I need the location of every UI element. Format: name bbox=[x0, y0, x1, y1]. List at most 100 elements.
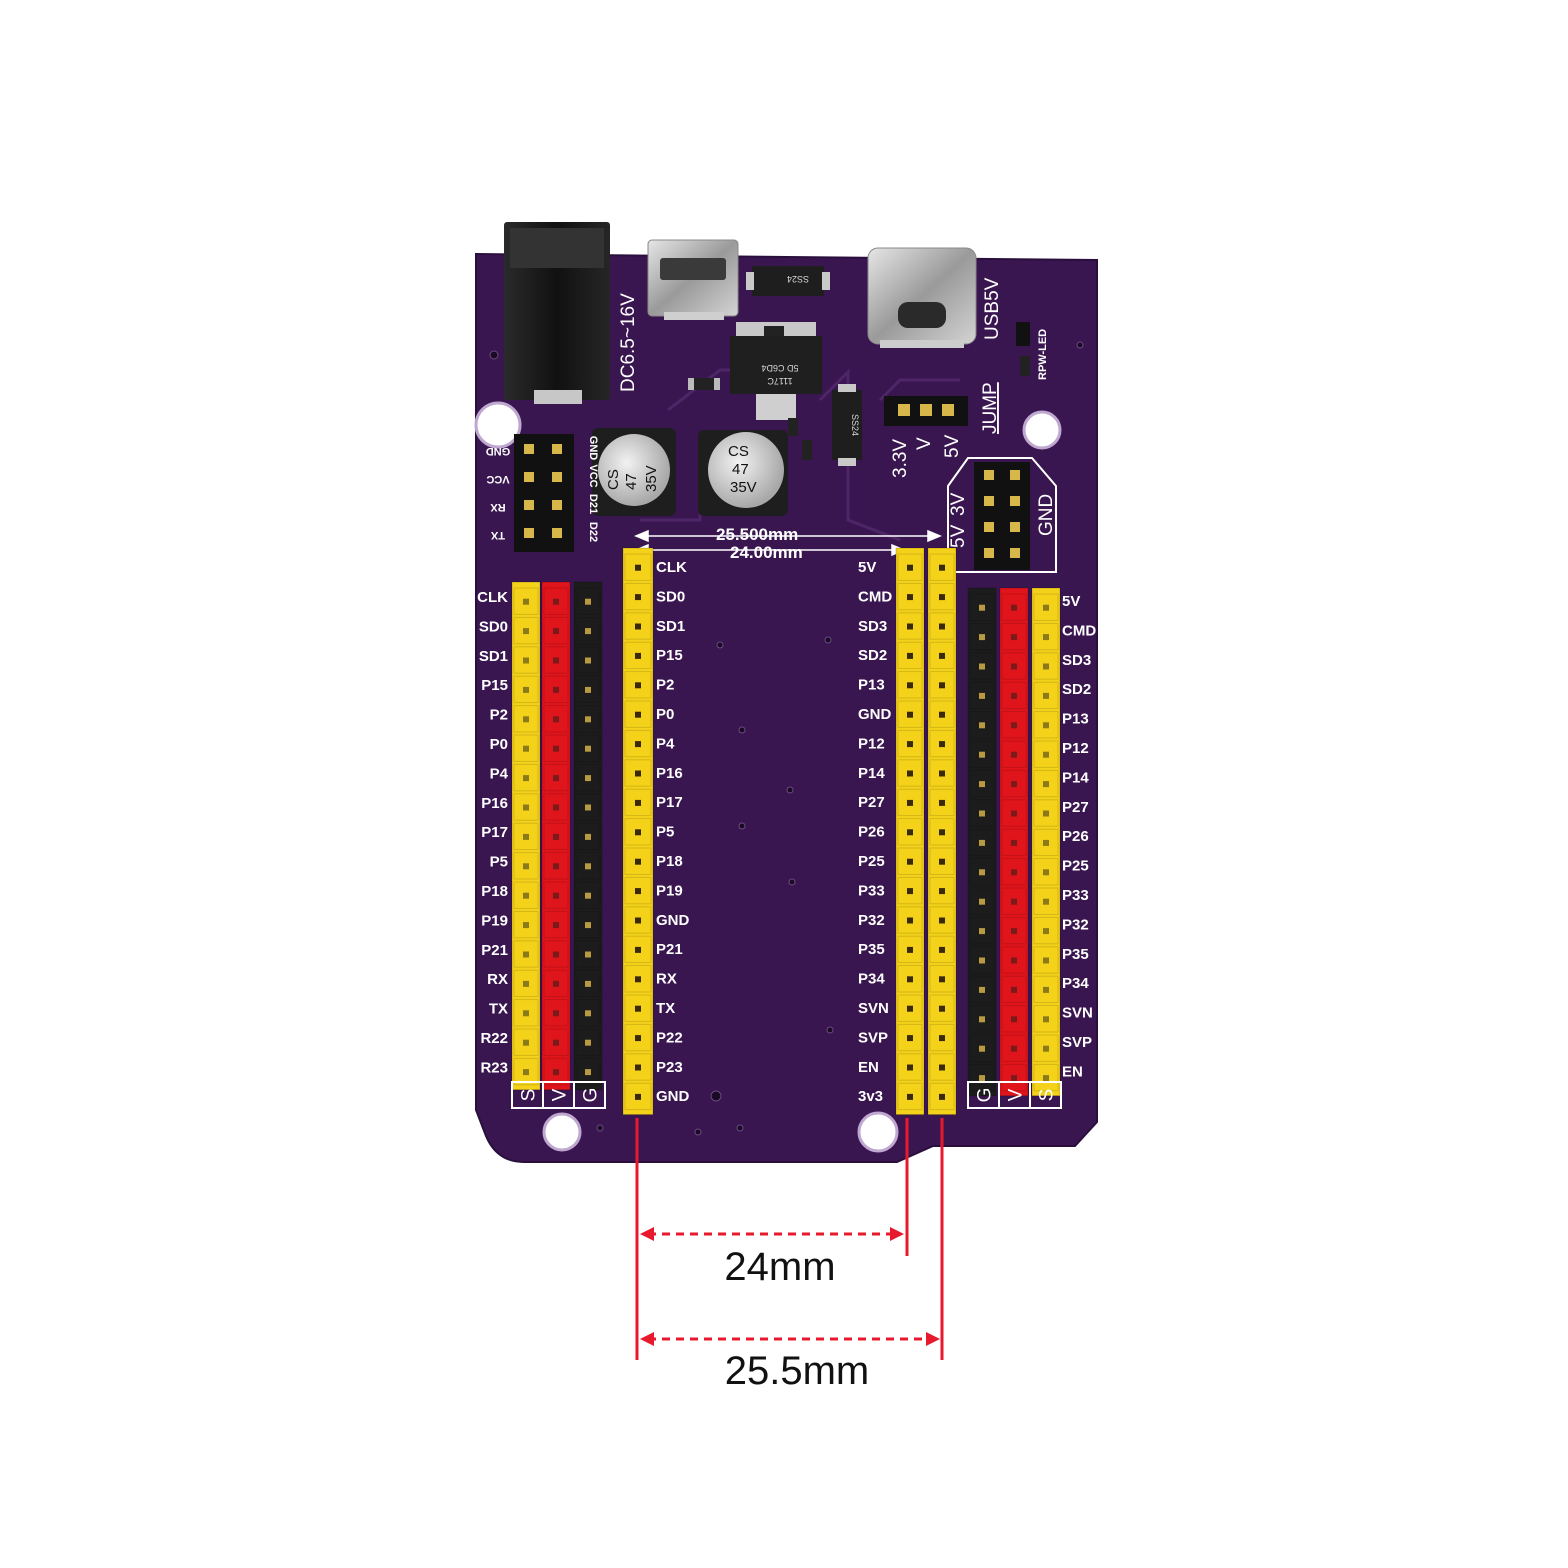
header-pin bbox=[523, 922, 529, 929]
left-inner-label-1: SD0 bbox=[656, 588, 685, 605]
uart-right-label-1: VCC bbox=[587, 464, 599, 487]
uart-right-label-0: GND bbox=[587, 436, 599, 461]
header-pin bbox=[585, 745, 591, 752]
header-pin bbox=[907, 741, 913, 748]
header-pin bbox=[523, 628, 529, 635]
right-inner-label-18: 3v3 bbox=[858, 1088, 883, 1105]
header-pin bbox=[939, 1093, 945, 1100]
header-pin bbox=[1043, 1075, 1049, 1082]
measure-label-inner: 24mm bbox=[724, 1245, 835, 1289]
header-pin bbox=[585, 775, 591, 782]
header-pin bbox=[1043, 957, 1049, 964]
header-pin bbox=[907, 917, 913, 924]
header-pin bbox=[635, 1035, 641, 1042]
right-esp32-header-a bbox=[895, 547, 925, 1116]
header-pin bbox=[1043, 634, 1049, 641]
left-outer-label-1: SD0 bbox=[479, 618, 508, 635]
header-pin bbox=[907, 623, 913, 630]
left-outer-label-16: R23 bbox=[480, 1059, 508, 1076]
right-inner-pin-labels: 5VCMDSD3SD2P13GNDP12P14P27P26P25P33P32P3… bbox=[858, 559, 892, 1105]
left-vcc-strip bbox=[541, 581, 571, 1091]
mounting-hole bbox=[1022, 410, 1062, 450]
header-pin bbox=[553, 775, 559, 782]
header-pin bbox=[1011, 692, 1017, 699]
header-pin bbox=[585, 686, 591, 693]
header-pin bbox=[635, 564, 641, 571]
header-pin bbox=[1011, 957, 1017, 964]
diode-vertical-label: SS24 bbox=[850, 414, 860, 436]
left-esp32-header bbox=[622, 547, 654, 1116]
left-outer-pin-labels: CLKSD0SD1P15P2P0P4P16P17P5P18P19P21RXTXR… bbox=[477, 589, 508, 1076]
header-pin bbox=[907, 682, 913, 689]
right-inner-label-0: 5V bbox=[858, 559, 876, 576]
right-inner-label-8: P27 bbox=[858, 794, 885, 811]
left-outer-label-7: P16 bbox=[481, 795, 508, 812]
header-pin bbox=[635, 741, 641, 748]
right-gnd-strip bbox=[967, 587, 997, 1097]
cap-right-line-1: CS bbox=[728, 443, 749, 460]
left-inner-pin-labels: CLKSD0SD1P15P2P0P4P16P17P5P18P19GNDP21RX… bbox=[656, 559, 690, 1105]
header-pin bbox=[907, 594, 913, 601]
header-pin bbox=[585, 922, 591, 929]
measure-label-outer: 25.5mm bbox=[725, 1349, 870, 1393]
header-pin bbox=[1043, 604, 1049, 611]
svg-box-letter-0: S bbox=[519, 1089, 540, 1102]
header-pin bbox=[1011, 634, 1017, 641]
header-pin bbox=[1043, 928, 1049, 935]
right-inner-label-10: P25 bbox=[858, 853, 885, 870]
header-pin bbox=[939, 682, 945, 689]
jump-pin-v: V bbox=[914, 437, 935, 450]
header-pin bbox=[979, 928, 985, 935]
header-pin bbox=[523, 951, 529, 958]
right-outer-label-2: SD3 bbox=[1062, 652, 1091, 669]
header-pin bbox=[979, 839, 985, 846]
header-pin bbox=[979, 1075, 985, 1082]
header-pin bbox=[585, 1010, 591, 1017]
header-pin bbox=[939, 946, 945, 953]
header-pin bbox=[939, 652, 945, 659]
pin-headers bbox=[511, 547, 1061, 1116]
gvs-box-letter-1: V bbox=[1006, 1088, 1027, 1101]
header-pin bbox=[635, 1005, 641, 1012]
header-pin bbox=[585, 657, 591, 664]
left-inner-label-17: P23 bbox=[656, 1059, 683, 1076]
left-inner-label-6: P4 bbox=[656, 735, 675, 752]
header-pin bbox=[939, 564, 945, 571]
header-pin bbox=[907, 976, 913, 983]
header-pin bbox=[979, 781, 985, 788]
header-pin bbox=[1011, 810, 1017, 817]
header-pin bbox=[939, 976, 945, 983]
mounting-hole bbox=[474, 401, 522, 449]
header-pin bbox=[1011, 663, 1017, 670]
left-inner-label-13: P21 bbox=[656, 941, 683, 958]
header-pin bbox=[585, 1069, 591, 1076]
right-esp32-header-b bbox=[927, 547, 957, 1116]
header-pin bbox=[553, 657, 559, 664]
header-pin bbox=[523, 804, 529, 811]
left-outer-label-4: P2 bbox=[490, 707, 508, 724]
header-pin bbox=[585, 804, 591, 811]
header-pin bbox=[907, 858, 913, 865]
header-pin bbox=[635, 652, 641, 659]
micro-usb-port bbox=[647, 239, 739, 320]
header-pin bbox=[585, 628, 591, 635]
mounting-hole bbox=[857, 1111, 899, 1153]
right-vcc-strip bbox=[999, 587, 1029, 1097]
header-pin bbox=[1011, 722, 1017, 729]
header-pin bbox=[523, 1069, 529, 1076]
right-outer-label-7: P27 bbox=[1062, 799, 1089, 816]
header-pin bbox=[907, 1064, 913, 1071]
regulator-line-1: 1117C bbox=[767, 376, 793, 386]
left-inner-label-15: TX bbox=[656, 1000, 675, 1017]
header-pin bbox=[907, 888, 913, 895]
uart-left-label-2: RX bbox=[490, 501, 506, 513]
header-pin bbox=[635, 711, 641, 718]
header-pin bbox=[1011, 781, 1017, 788]
header-pin bbox=[523, 892, 529, 899]
header-pin bbox=[1043, 663, 1049, 670]
header-pin bbox=[1011, 839, 1017, 846]
right-inner-label-14: P34 bbox=[858, 971, 885, 988]
